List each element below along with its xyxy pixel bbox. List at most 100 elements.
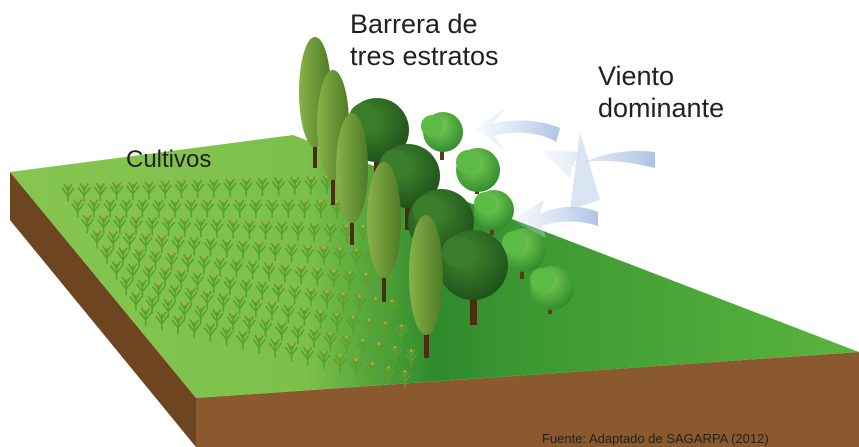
crop-field <box>61 175 418 389</box>
crop-plant-icon <box>93 182 108 201</box>
shrub-icon <box>502 228 546 279</box>
crop-plant-icon <box>181 254 195 273</box>
crop-plant-icon <box>310 267 325 287</box>
crop-plant-icon <box>317 246 331 265</box>
crop-plant-icon <box>281 304 295 323</box>
crop-plant-icon <box>109 182 124 201</box>
crop-plant-icon <box>126 181 140 200</box>
crop-plant-icon <box>194 305 208 324</box>
crop-plant-icon <box>252 241 266 260</box>
crop-plant-icon <box>294 266 308 285</box>
crop-plant-icon <box>297 199 312 219</box>
crop-plant-icon <box>152 199 166 218</box>
crop-plant-icon <box>394 324 409 343</box>
crop-plant-icon <box>61 183 75 202</box>
broadleaf-layer <box>345 98 508 325</box>
crop-plant-icon <box>249 199 263 219</box>
crop-plant-icon <box>220 239 234 258</box>
wind-label: Viento dominante <box>598 60 724 125</box>
crop-plant-icon <box>233 199 247 218</box>
shrub-icon <box>456 148 500 194</box>
crop-plant-icon <box>168 285 182 304</box>
crop-plant-icon <box>187 237 201 256</box>
crop-plant-icon <box>103 199 117 218</box>
crop-plant-icon <box>271 177 286 196</box>
crop-plant-icon <box>119 276 133 295</box>
crop-plant-icon <box>271 283 286 302</box>
crop-plant-icon <box>242 315 256 334</box>
crop-plant-icon <box>155 234 169 254</box>
crop-plant-icon <box>142 181 156 200</box>
crop-plant-icon <box>372 342 386 361</box>
crop-plant-icon <box>378 321 393 340</box>
crop-plant-icon <box>151 282 166 301</box>
poplar-layer <box>299 37 443 358</box>
crop-plant-icon <box>122 232 137 251</box>
soil-front <box>10 172 859 447</box>
crop-plant-icon <box>330 313 344 332</box>
crop-plant-icon <box>258 221 273 240</box>
crop-plant-icon <box>197 255 211 275</box>
crop-plant-icon <box>249 299 263 318</box>
crop-plant-icon <box>356 224 370 244</box>
crop-plant-icon <box>275 322 289 341</box>
crop-plant-icon <box>297 307 312 326</box>
crop-plant-icon <box>333 247 347 266</box>
crop-plant-icon <box>255 281 269 300</box>
crop-plant-icon <box>106 231 120 250</box>
crop-plant-icon <box>323 332 337 351</box>
source-credit: Fuente: Adaptado de SAGARPA (2012) <box>542 431 769 446</box>
crop-plant-icon <box>87 199 101 218</box>
crop-plant-icon <box>142 265 156 284</box>
crop-plant-icon <box>229 259 244 278</box>
crop-plant-icon <box>145 217 159 236</box>
crop-plant-icon <box>252 334 266 354</box>
crop-plant-icon <box>330 199 344 219</box>
crop-plant-icon <box>148 250 163 270</box>
crop-plant-icon <box>245 260 260 280</box>
crop-plant-icon <box>194 218 208 238</box>
crop-plant-icon <box>385 299 399 318</box>
crop-plant-icon <box>268 242 282 262</box>
crop-plant-icon <box>313 310 328 329</box>
crop-plant-icon <box>216 199 231 218</box>
crop-plant-icon <box>258 318 273 338</box>
crop-plant-icon <box>77 183 91 202</box>
crop-plant-icon <box>275 221 289 241</box>
crop-plant-icon <box>255 177 270 196</box>
crop-plant-icon <box>145 295 159 314</box>
crop-plant-icon <box>174 180 189 199</box>
crop-plant-icon <box>304 176 318 195</box>
crop-plant-icon <box>138 307 153 326</box>
crop-plant-icon <box>174 270 188 289</box>
crop-plant-icon <box>336 292 350 311</box>
crop-plant-icon <box>288 176 302 195</box>
crop-plant-icon <box>284 243 299 263</box>
crop-plant-icon <box>203 323 218 342</box>
crop-plant-icon <box>161 217 176 236</box>
shrub-layer <box>421 112 574 314</box>
crop-plant-icon <box>236 331 250 350</box>
crop-plant-icon <box>320 290 334 309</box>
crop-plant-icon <box>333 354 347 373</box>
crop-plant-icon <box>80 214 95 233</box>
crop-plant-icon <box>388 345 402 365</box>
crop-plant-icon <box>239 279 253 298</box>
crop-plant-icon <box>184 199 198 218</box>
crop-plant-icon <box>139 233 153 252</box>
crop-plant-icon <box>155 311 169 330</box>
crop-plant-icon <box>365 362 380 381</box>
crop-plant-icon <box>207 274 221 293</box>
crop-plant-icon <box>301 245 315 264</box>
crop-plant-icon <box>177 302 192 321</box>
crop-plant-icon <box>323 223 338 242</box>
shrub-icon <box>474 190 514 235</box>
crop-plant-icon <box>210 308 224 328</box>
crop-plant-icon <box>126 263 140 282</box>
crop-plant-icon <box>314 199 328 219</box>
crop-plant-icon <box>171 235 185 255</box>
crop-plant-icon <box>223 276 237 296</box>
crop-plant-icon <box>129 292 143 311</box>
crop-plant-icon <box>268 338 282 358</box>
crop-plant-icon <box>262 262 276 281</box>
